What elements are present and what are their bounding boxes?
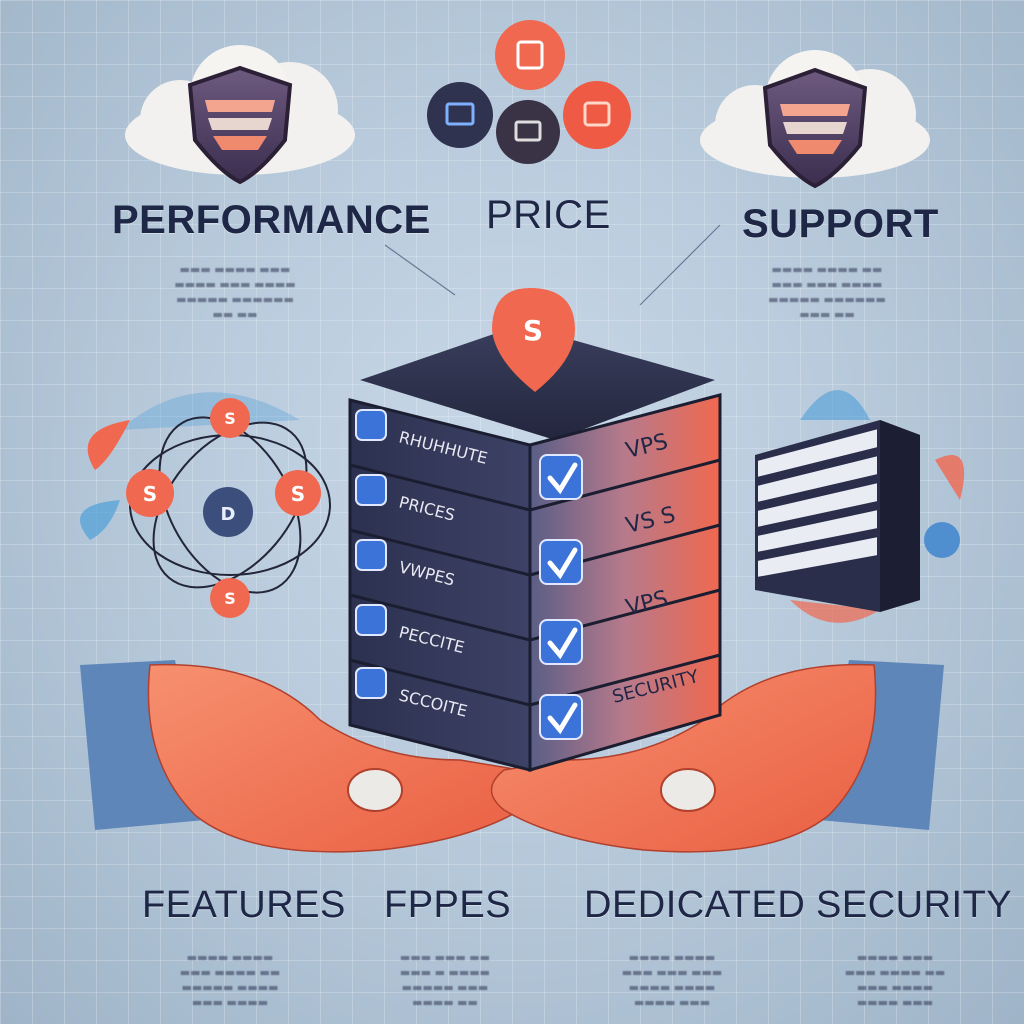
- connector-line: [384, 244, 456, 296]
- stack-badge: S: [523, 314, 543, 347]
- server-rack-icon: [755, 390, 965, 623]
- heading-features: FEATURES: [142, 884, 346, 926]
- heading-dedicated: DEDICATED: [584, 884, 806, 926]
- blurb-security: ▬▬▬▬ ▬▬▬▬▬▬ ▬▬▬▬ ▬▬▬▬▬ ▬▬▬▬▬▬▬▬ ▬▬▬: [844, 951, 946, 1009]
- blurb-support: ▬▬▬▬ ▬▬▬▬ ▬▬▬▬▬ ▬▬▬ ▬▬▬▬▬▬▬▬▬ ▬▬▬▬▬▬▬▬▬ …: [768, 263, 886, 321]
- connector-line: [639, 224, 721, 306]
- network-node-label: S: [224, 589, 236, 608]
- heading-fppes: FPPES: [384, 884, 512, 926]
- blurb-performance: ▬▬▬ ▬▬▬▬ ▬▬▬▬▬▬▬ ▬▬▬ ▬▬▬▬▬▬▬▬▬ ▬▬▬▬▬▬▬▬ …: [174, 263, 296, 321]
- price-icon-cluster: [427, 20, 631, 164]
- performance-cloud-shield-icon: [125, 45, 355, 185]
- server-slab: [348, 653, 722, 772]
- blurb-fppes: ▬▬▬ ▬▬▬ ▬▬▬▬▬ ▬ ▬▬▬▬▬▬▬▬▬ ▬▬▬▬▬▬▬ ▬▬: [399, 951, 491, 1009]
- price-pin-icon: [492, 288, 575, 392]
- left-hand-icon: [80, 660, 534, 853]
- heading-price: PRICE: [486, 193, 611, 237]
- network-node-label: D: [221, 504, 236, 525]
- blurb-features: ▬▬▬▬ ▬▬▬▬▬▬▬ ▬▬▬▬ ▬▬▬▬▬▬▬ ▬▬▬▬▬▬▬ ▬▬▬▬: [179, 951, 281, 1009]
- heading-security: SECURITY: [816, 884, 1013, 926]
- heading-performance: PERFORMANCE: [112, 198, 431, 242]
- server-stack: [348, 288, 722, 772]
- network-node-label: S: [143, 482, 157, 506]
- check-icon: [539, 454, 583, 740]
- network-node-label: S: [224, 409, 236, 428]
- network-nodes: [126, 398, 321, 618]
- support-cloud-shield-icon: [700, 50, 930, 189]
- blurb-dedicated: ▬▬▬▬ ▬▬▬▬▬▬▬ ▬▬▬ ▬▬▬▬▬▬▬ ▬▬▬▬▬▬▬▬ ▬▬▬: [621, 951, 723, 1009]
- heading-support: SUPPORT: [742, 202, 939, 246]
- check-icon: [355, 409, 387, 699]
- network-node-label: S: [291, 482, 305, 506]
